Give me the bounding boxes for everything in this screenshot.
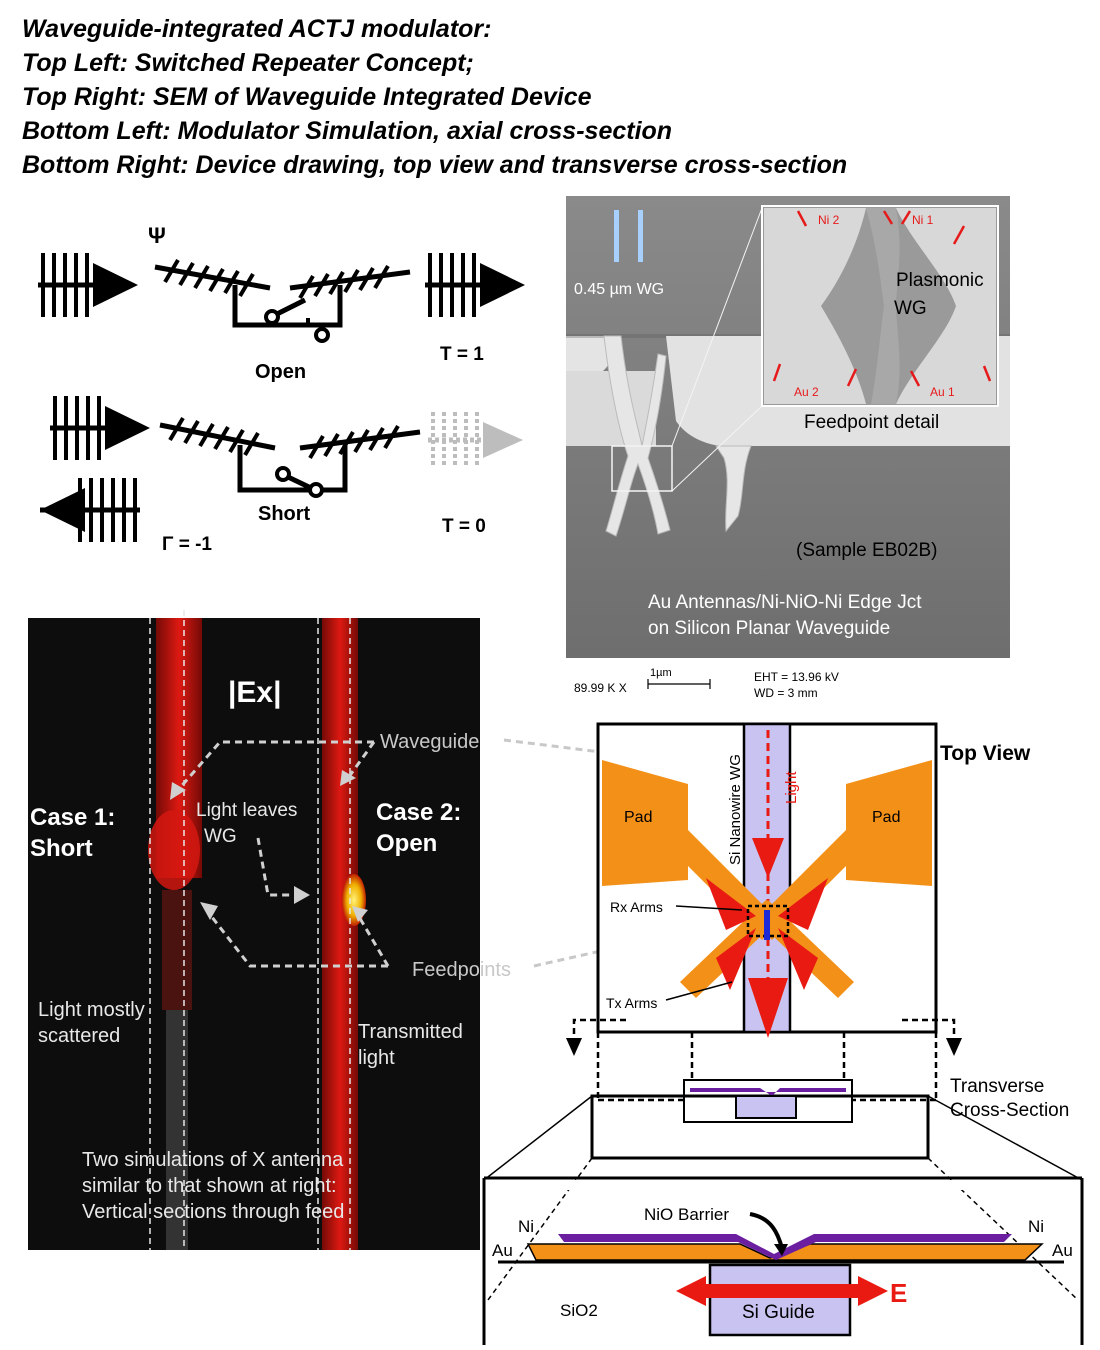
si-guide-label: Si Guide [742, 1302, 815, 1323]
pad-left [602, 760, 688, 886]
transverse-label: Transverse [950, 1076, 1044, 1097]
feedpoints-callout: Feedpoints [412, 959, 511, 981]
cross-section-label: Cross-Section [950, 1100, 1069, 1121]
sem-image: 0.45 µm WG Ni 2 Ni 1 Au 2 Au 1 Plasmonic… [566, 196, 1010, 700]
wg-marker-right [638, 210, 643, 262]
case1-label: Case 1: [30, 804, 115, 831]
title-line-4: Bottom Left: Modulator Simulation, axial… [22, 117, 673, 145]
gamma-label: Γ = -1 [162, 534, 212, 555]
sio2-label: SiO2 [560, 1301, 598, 1320]
sim-caption-line-3: Vertical sections through feed [82, 1201, 344, 1223]
figure-title: Waveguide-integrated ACTJ modulator: Top… [22, 12, 847, 182]
wd-label: WD = 3 mm [754, 686, 818, 700]
ni-layer [558, 1234, 1012, 1260]
scattered-label-2: scattered [38, 1025, 120, 1047]
short-label: Short [258, 503, 311, 525]
antenna-short-icon [159, 416, 421, 498]
nio-barrier-label: NiO Barrier [644, 1205, 729, 1224]
au-layer [526, 1243, 1044, 1261]
case2-label: Case 2: [376, 799, 461, 826]
top-view-label: Top View [940, 742, 1031, 765]
light-label: Light [783, 771, 800, 804]
inset-ni2-label: Ni 2 [818, 213, 840, 227]
antenna-open-icon [154, 258, 411, 343]
open-label: Open [255, 361, 306, 383]
incoming-wave-icon [38, 253, 138, 317]
title-line-2: Top Left: Switched Repeater Concept; [22, 49, 474, 77]
scattered-label: Light mostly [38, 999, 145, 1021]
feedpoint-detail-inset: Ni 2 Ni 1 Au 2 Au 1 Plasmonic WG [761, 205, 999, 407]
tx-arms-label: Tx Arms [606, 995, 657, 1011]
au-left-label: Au [492, 1241, 513, 1260]
switched-repeater-diagram: Ψ Open T = 1 [0, 223, 525, 555]
feedpoint-detail-label: Feedpoint detail [804, 412, 939, 433]
light-leaves-wg-label: WG [204, 826, 237, 847]
t1-label: T = 1 [440, 344, 484, 365]
field-label: |Ex| [228, 676, 281, 709]
field-arrow-icon [676, 1276, 888, 1306]
simulation-image: |Ex| Case 1: Short Case 2: Open Light le… [28, 610, 480, 1250]
au-right-label: Au [1052, 1241, 1073, 1260]
plasmonic-label: Plasmonic [896, 270, 984, 291]
rx-arms-label: Rx Arms [610, 899, 663, 915]
transmitted-light-label: light [358, 1047, 395, 1069]
scale-bar-label: 1µm [650, 667, 672, 679]
device-drawing: Top View Si Nanowire WG Light Pad Pad Rx… [482, 722, 1084, 1345]
case2-open-label: Open [376, 830, 437, 857]
plasmonic-wg-label: WG [894, 298, 927, 319]
magnification-label: 89.99 K X [574, 681, 627, 695]
case1-short-label: Short [30, 835, 93, 862]
title-line-1: Waveguide-integrated ACTJ modulator: [22, 15, 492, 43]
scale-bar [647, 679, 711, 689]
inset-ni1-label: Ni 1 [912, 213, 934, 227]
t0-label: T = 0 [442, 516, 486, 537]
si-guide [708, 1263, 852, 1337]
pad-right [846, 760, 932, 886]
incoming-wave-2-icon [50, 396, 150, 460]
reflected-wave-icon [40, 478, 140, 542]
transmitted-wave-icon [425, 253, 525, 317]
psi-label: Ψ [148, 223, 166, 248]
ni-left-label: Ni [518, 1217, 534, 1236]
pad-left-label: Pad [624, 809, 652, 826]
eht-label: EHT = 13.96 kV [754, 670, 839, 684]
pad-right-label: Pad [872, 809, 900, 826]
transmitted-label: Transmitted [358, 1021, 463, 1043]
e-field-label: E [890, 1278, 907, 1308]
light-leaves-label: Light leaves [196, 800, 297, 821]
blocked-wave-icon [428, 412, 523, 468]
sim-caption-line-2: similar to that shown at right: [82, 1175, 337, 1197]
title-line-5: Bottom Right: Device drawing, top view a… [22, 151, 848, 179]
sem-caption-line-2: on Silicon Planar Waveguide [648, 618, 890, 639]
inset-au2-label: Au 2 [794, 385, 819, 399]
ni-right-label: Ni [1028, 1217, 1044, 1236]
sample-label: (Sample EB02B) [796, 540, 938, 561]
inset-au1-label: Au 1 [930, 385, 955, 399]
wg-marker-left [614, 210, 619, 262]
sim-caption-line-1: Two simulations of X antenna [82, 1149, 344, 1171]
waveguide-callout: Waveguide [380, 731, 479, 753]
title-line-3: Top Right: SEM of Waveguide Integrated D… [22, 83, 592, 111]
sem-caption-line-1: Au Antennas/Ni-NiO-Ni Edge Jct [648, 592, 922, 613]
nanowire-label: Si Nanowire WG [727, 754, 744, 865]
wg-width-label: 0.45 µm WG [574, 281, 664, 298]
feedpoint-hotspot [342, 874, 366, 926]
